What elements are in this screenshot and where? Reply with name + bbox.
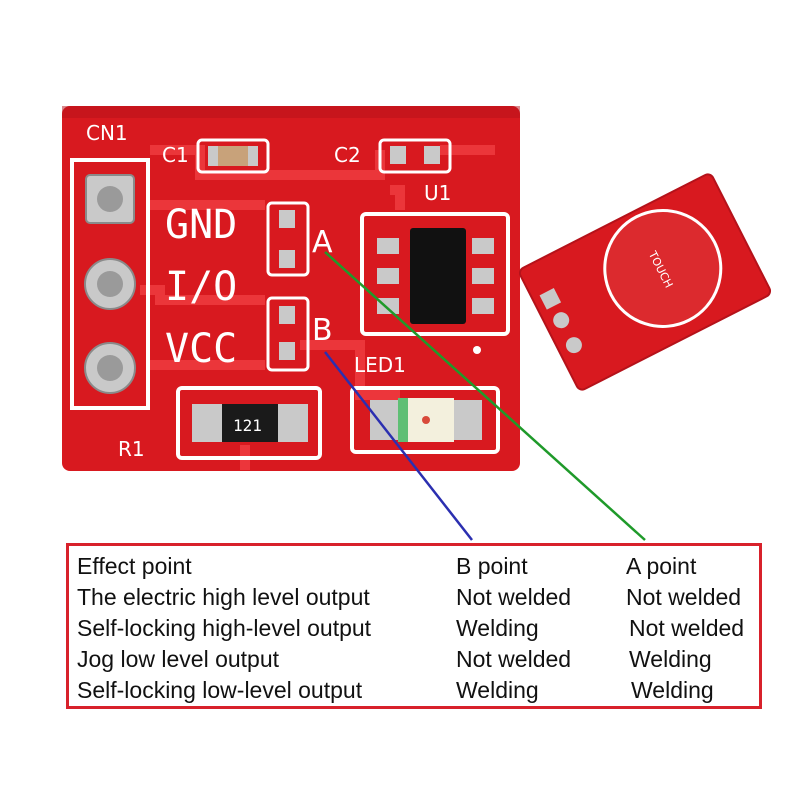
capacitor-c1 [196, 138, 270, 174]
weld-config-table: Effect point B point A point The electri… [66, 543, 762, 709]
row-3-label: Jog low level output [77, 646, 280, 672]
label-pad-b: B [312, 313, 333, 348]
row-0-a: A point [626, 553, 697, 579]
a-leader-line [324, 251, 646, 541]
row-2-label: Self-locking high-level output [77, 615, 372, 641]
label-u1: U1 [424, 181, 451, 205]
small-touch-board: TOUCH [518, 173, 772, 391]
label-c1: C1 [162, 143, 189, 167]
row-1-label: The electric high level output [77, 584, 370, 610]
label-cn1: CN1 [86, 121, 128, 145]
label-pad-a: A [312, 225, 333, 260]
label-vcc: VCC [165, 326, 237, 372]
row-0-b: B point [456, 553, 528, 579]
label-io: I/O [165, 264, 237, 310]
label-r1: R1 [118, 437, 145, 461]
label-c2: C2 [334, 143, 361, 167]
row-4-a: Welding [631, 677, 714, 703]
cn1-outline [70, 158, 150, 410]
capacitor-c2 [378, 138, 452, 174]
pcb-board [62, 106, 520, 471]
b-leader-line [324, 351, 473, 541]
label-led1: LED1 [354, 353, 406, 377]
label-resistor-code: 121 [233, 416, 262, 435]
row-4-label: Self-locking low-level output [77, 677, 363, 703]
cn1-pads [84, 174, 136, 394]
jumper-pads [266, 201, 310, 372]
row-1-a: Not welded [626, 584, 742, 610]
row-0-label: Effect point [77, 553, 192, 579]
led1 [350, 346, 500, 454]
row-2-a: Not welded [629, 615, 745, 641]
main-pcb: CN1 C1 C2 U1 R1 LED1 GND I/O VCC A B 121 [62, 106, 520, 471]
row-3-b: Not welded [456, 646, 572, 672]
row-3-a: Welding [629, 646, 712, 672]
resistor-r1 [176, 386, 322, 460]
touch-pad [603, 208, 723, 328]
row-1-b: Not welded [456, 584, 572, 610]
label-gnd: GND [165, 202, 237, 248]
row-4-b: Welding [456, 677, 539, 703]
chip-u1 [360, 212, 510, 336]
row-2-b: Welding [456, 615, 539, 641]
